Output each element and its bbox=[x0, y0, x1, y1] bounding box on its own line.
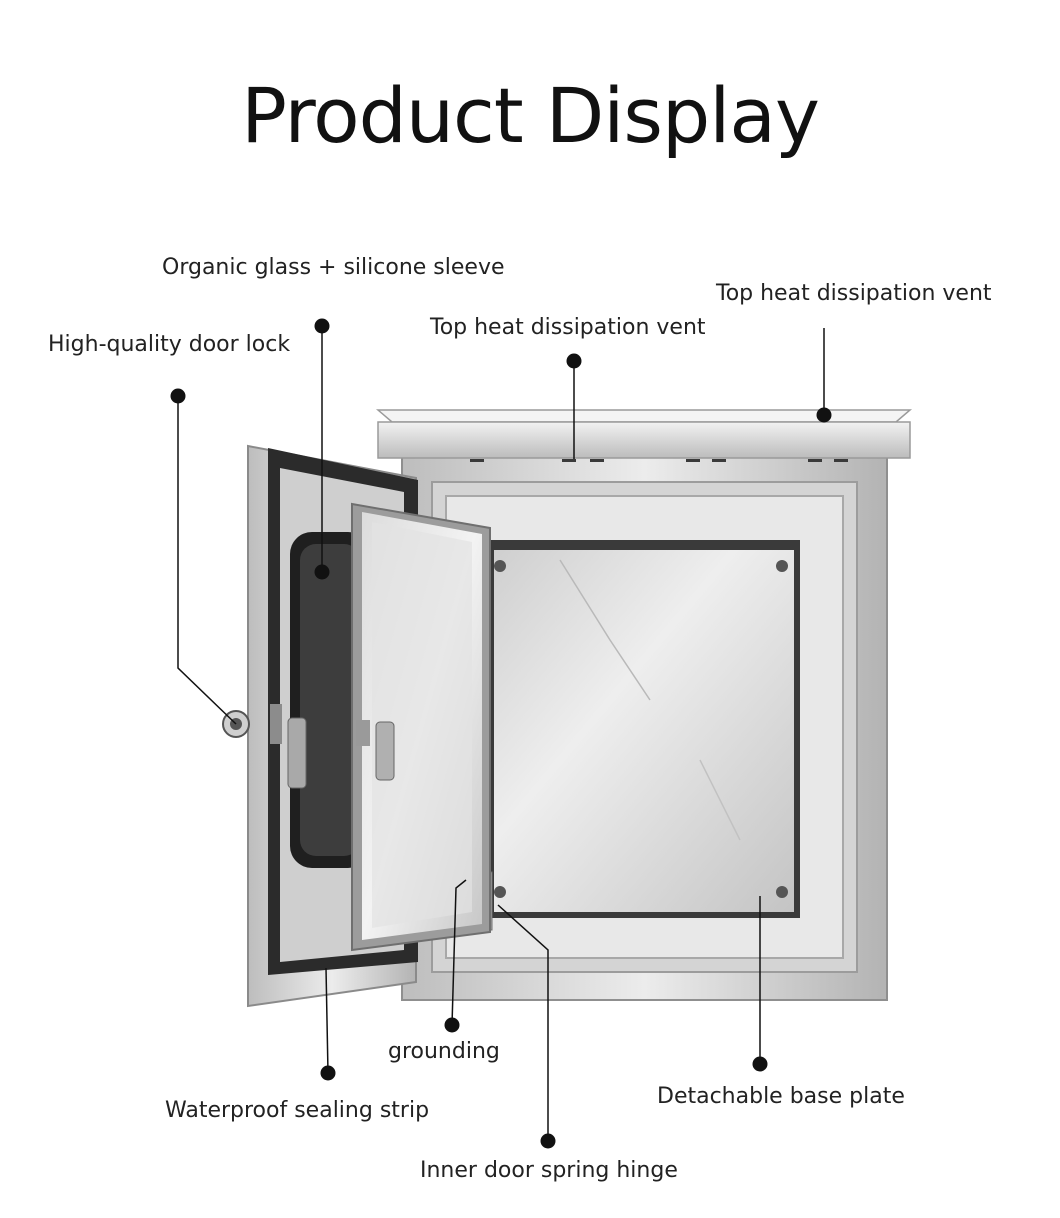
page-title: Product Display bbox=[241, 71, 820, 160]
callout-dots bbox=[170, 318, 832, 1149]
dot-top-vent-outer bbox=[816, 407, 832, 423]
callout-spring-hinge: Inner door spring hinge bbox=[420, 1158, 678, 1183]
dot-spring-hinge bbox=[540, 1133, 556, 1149]
callout-base-plate: Detachable base plate bbox=[657, 1084, 905, 1109]
vent-slots bbox=[470, 459, 848, 462]
leader-door-lock bbox=[177, 396, 237, 725]
dot-grounding bbox=[444, 1017, 460, 1033]
callout-top-vent-outer: Top heat dissipation vent bbox=[716, 281, 992, 306]
leader-spring-hinge bbox=[497, 904, 549, 1141]
callout-door-lock: High-quality door lock bbox=[48, 332, 291, 357]
leader-grounding bbox=[451, 879, 467, 1026]
dot-door-lock bbox=[170, 388, 186, 404]
dot-base-plate bbox=[752, 1056, 768, 1072]
dot-top-vent-inner bbox=[566, 353, 582, 369]
dot-glass-sleeve-target bbox=[314, 564, 330, 580]
callout-glass-sleeve: Organic glass + silicone sleeve bbox=[162, 255, 505, 280]
inner-door bbox=[351, 502, 491, 952]
rain-roof bbox=[375, 409, 913, 462]
dot-sealing-strip bbox=[320, 1065, 336, 1081]
dot-glass-sleeve bbox=[314, 318, 330, 334]
callout-top-vent-inner: Top heat dissipation vent bbox=[430, 315, 706, 340]
base-plate bbox=[488, 540, 800, 918]
leader-lines bbox=[177, 326, 825, 1141]
callout-grounding: grounding bbox=[388, 1039, 500, 1064]
callout-sealing-strip: Waterproof sealing strip bbox=[165, 1098, 430, 1123]
leader-sealing-strip bbox=[325, 967, 329, 1074]
